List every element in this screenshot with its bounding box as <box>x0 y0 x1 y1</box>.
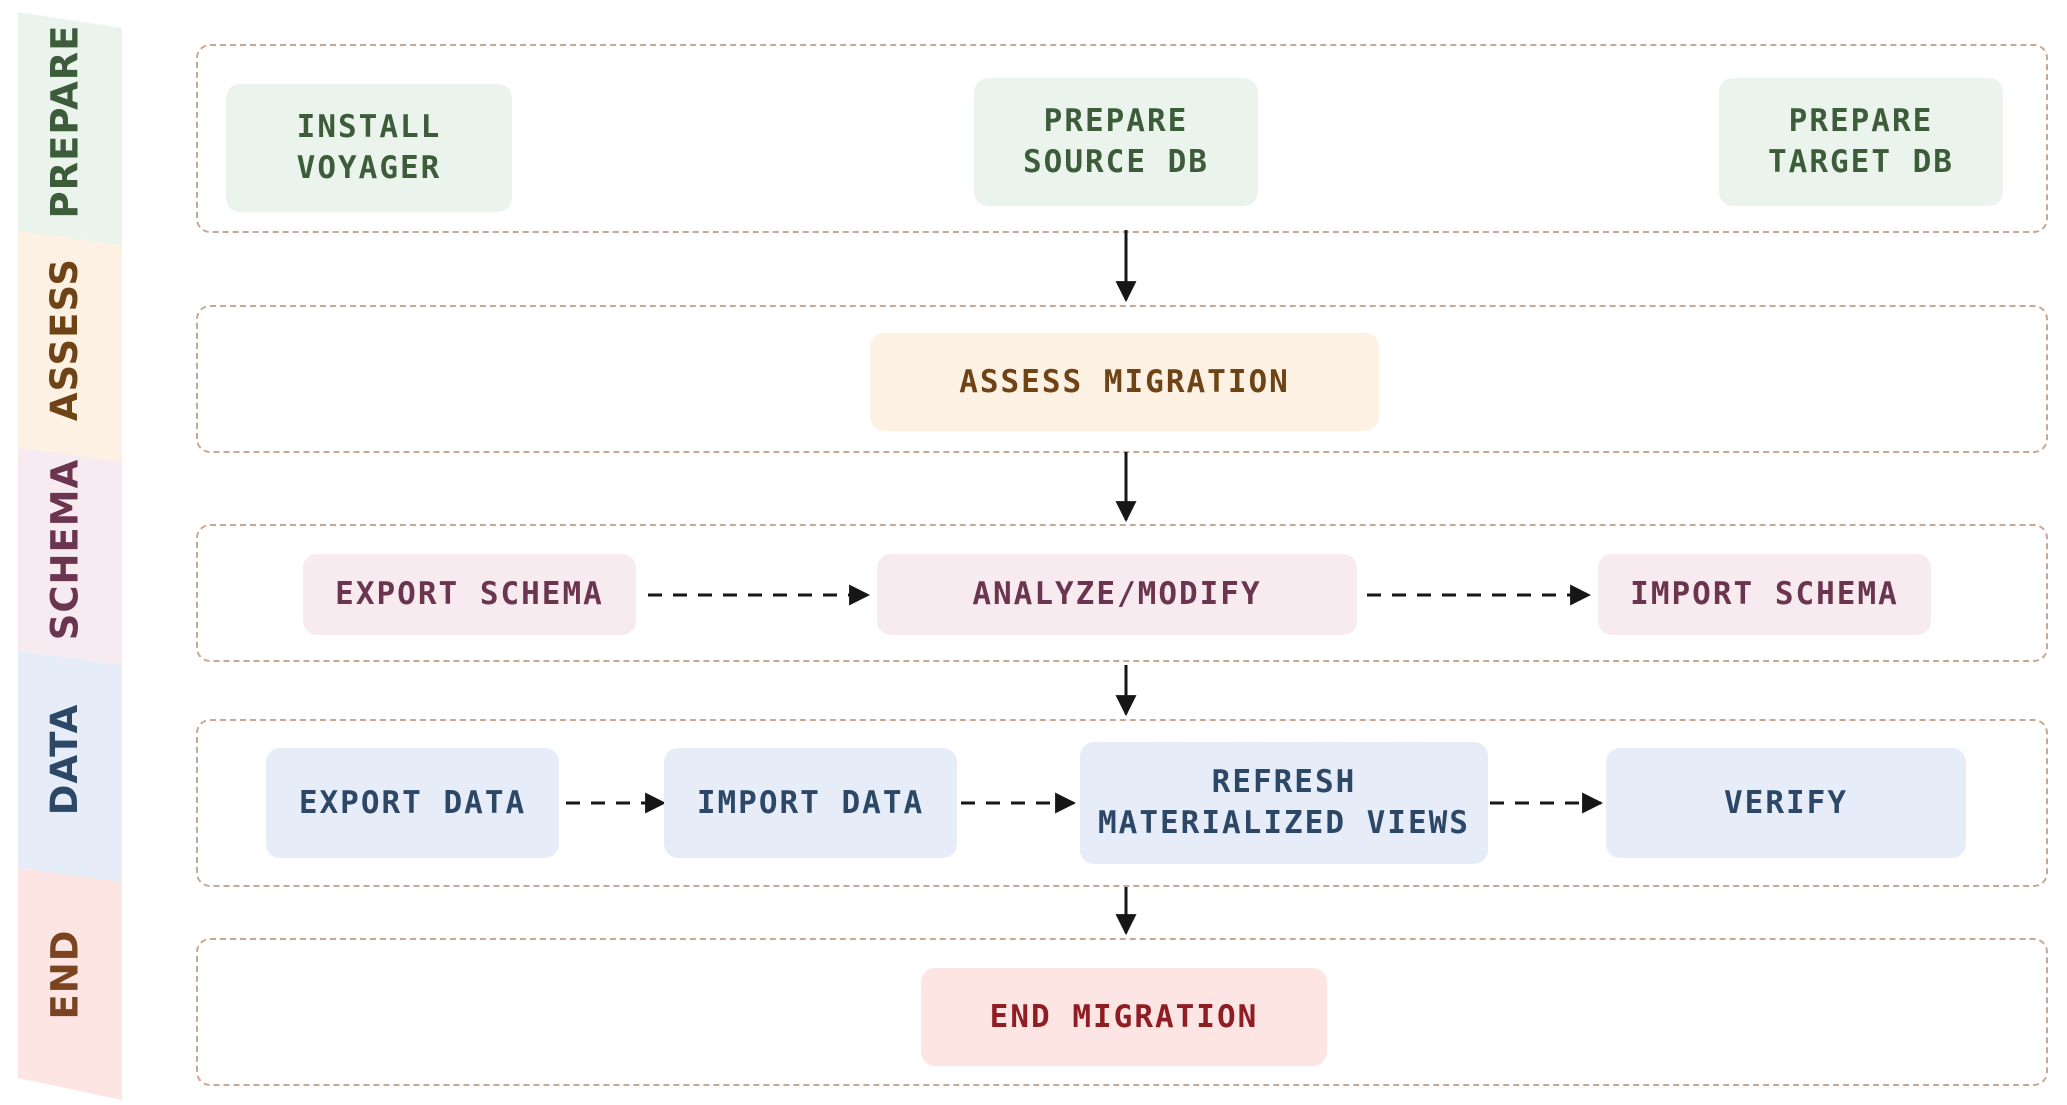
node-assess-migration[interactable]: ASSESS MIGRATION <box>870 333 1379 431</box>
node-import-data[interactable]: IMPORT DATA <box>664 748 957 858</box>
node-prepare-source-db[interactable]: PREPARE SOURCE DB <box>974 78 1258 206</box>
row-band-prepare <box>196 44 2048 233</box>
node-prepare-target-db[interactable]: PREPARE TARGET DB <box>1719 78 2003 206</box>
node-end-migration[interactable]: END MIGRATION <box>921 968 1327 1066</box>
row-band-end <box>196 938 2048 1086</box>
row-band-data <box>196 719 2048 887</box>
node-import-schema[interactable]: IMPORT SCHEMA <box>1598 554 1931 635</box>
row-band-assess <box>196 305 2048 453</box>
stage-band-data <box>18 651 122 882</box>
stage-rail: PREPARE ASSESS SCHEMA DATA END <box>0 0 130 1105</box>
row-band-schema <box>196 524 2048 662</box>
node-export-data[interactable]: EXPORT DATA <box>266 748 559 858</box>
stage-band-schema <box>18 448 122 665</box>
stage-band-prepare <box>18 12 122 245</box>
stage-band-assess <box>18 231 122 462</box>
node-refresh-materialized-views[interactable]: REFRESH MATERIALIZED VIEWS <box>1080 742 1488 864</box>
node-export-schema[interactable]: EXPORT SCHEMA <box>303 554 636 635</box>
node-verify[interactable]: VERIFY <box>1606 748 1966 858</box>
node-analyze-modify[interactable]: ANALYZE/MODIFY <box>877 554 1357 635</box>
stage-band-end <box>18 868 122 1100</box>
node-install-voyager[interactable]: INSTALL VOYAGER <box>226 84 512 212</box>
